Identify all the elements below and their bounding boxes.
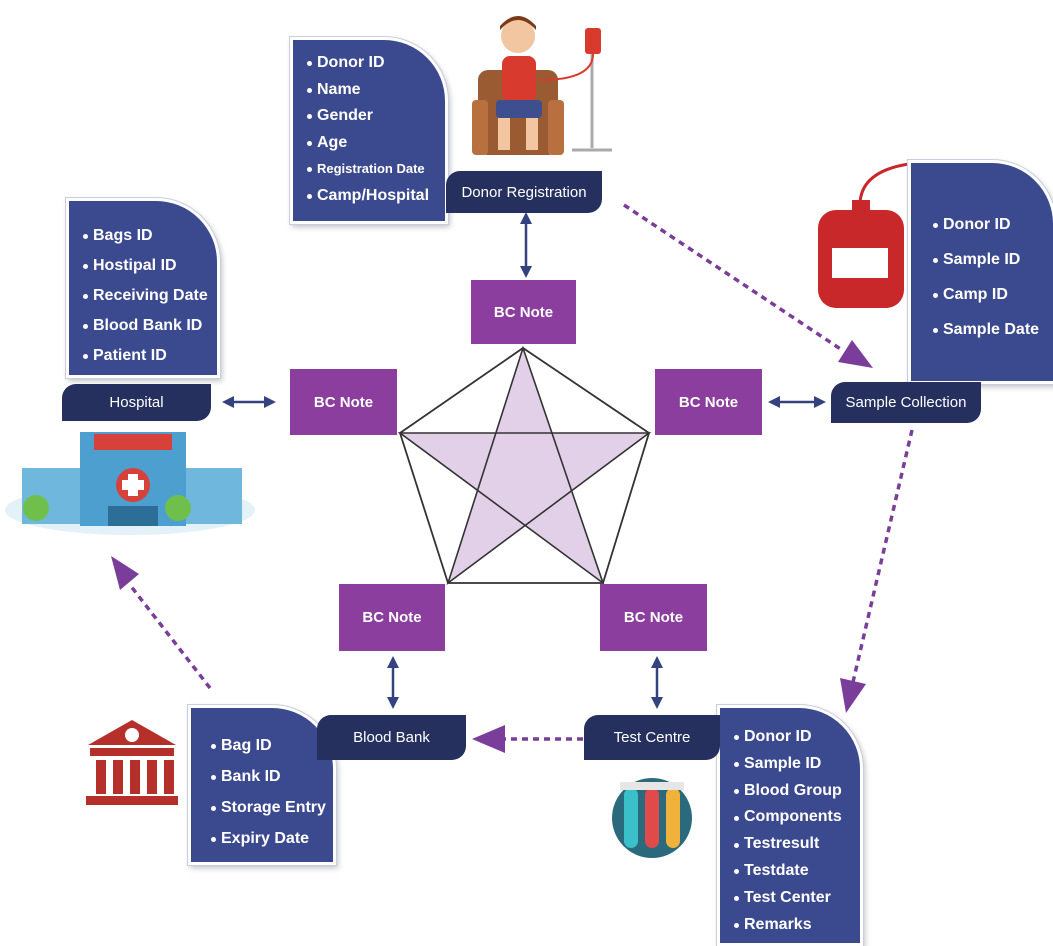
- pentagon-outline: [398, 346, 651, 584]
- sample-collection-card: Donor ID Sample ID Camp ID Sample Date: [908, 160, 1053, 384]
- flow-arrow-sample-to-test: [851, 429, 914, 683]
- field-camp-id: Camp ID: [933, 277, 1047, 312]
- flow-arrowhead-sample-to-test: [840, 678, 866, 713]
- flow-arrow-bank-to-hospital: [128, 583, 212, 690]
- field-donor-id: Donor ID: [734, 724, 854, 751]
- hospital-building-icon: [5, 432, 255, 535]
- blood-bank-fields: Bag ID Bank ID Storage Entry Expiry Date: [211, 730, 327, 854]
- field-receiving-date: Receiving Date: [83, 281, 211, 311]
- field-donor-id: Donor ID: [307, 50, 439, 77]
- link-arrow-bank: [387, 656, 399, 709]
- donor-registration-card: Donor ID Name Gender Age Registration Da…: [290, 37, 448, 224]
- field-expiry-date: Expiry Date: [211, 823, 327, 854]
- field-testdate: Testdate: [734, 858, 854, 885]
- test-tubes-icon: [612, 778, 692, 858]
- stage-donor-registration: Donor Registration: [446, 171, 602, 213]
- link-arrows: [222, 212, 826, 709]
- bc-note-right: BC Note: [655, 369, 762, 435]
- field-components: Components: [734, 804, 854, 831]
- field-bank-id: Bank ID: [211, 761, 327, 792]
- field-sample-date: Sample Date: [933, 312, 1047, 347]
- field-sample-id: Sample ID: [734, 751, 854, 778]
- bc-note-bottom-right: BC Note: [600, 584, 707, 651]
- bc-note-bottom-left: BC Note: [339, 584, 445, 651]
- test-centre-fields: Donor ID Sample ID Blood Group Component…: [734, 724, 854, 938]
- stage-hospital: Hospital: [62, 384, 211, 421]
- pentagon-star: [397, 345, 652, 586]
- stage-test-centre: Test Centre: [584, 715, 720, 760]
- field-storage-entry: Storage Entry: [211, 792, 327, 823]
- bank-building-icon: [86, 720, 178, 805]
- field-name: Name: [307, 77, 439, 104]
- star-fill: [397, 345, 652, 586]
- hospital-fields: Bags ID Hostipal ID Receiving Date Blood…: [83, 221, 211, 371]
- field-blood-group: Blood Group: [734, 778, 854, 805]
- field-bags-id: Bags ID: [83, 221, 211, 251]
- field-sample-id: Sample ID: [933, 242, 1047, 277]
- link-arrow-registration: [520, 212, 532, 278]
- flow-arrowhead-donor-to-sample: [838, 340, 873, 368]
- field-registration-date: Registration Date: [307, 156, 439, 183]
- field-bag-id: Bag ID: [211, 730, 327, 761]
- field-hospital-id: Hostipal ID: [83, 251, 211, 281]
- stage-sample-collection: Sample Collection: [831, 382, 981, 423]
- field-remarks: Remarks: [734, 912, 854, 939]
- blood-bag-icon: [818, 160, 931, 308]
- field-testresult: Testresult: [734, 831, 854, 858]
- field-patient-id: Patient ID: [83, 341, 211, 371]
- link-arrow-test: [651, 656, 663, 709]
- flow-arrows: [111, 203, 914, 753]
- field-age: Age: [307, 130, 439, 157]
- bc-note-left: BC Note: [290, 369, 397, 435]
- blood-donor-icon: [472, 16, 612, 155]
- test-centre-card: Donor ID Sample ID Blood Group Component…: [717, 705, 863, 946]
- link-arrow-sample: [768, 396, 826, 408]
- link-arrow-hospital: [222, 396, 276, 408]
- field-gender: Gender: [307, 103, 439, 130]
- bc-note-top: BC Note: [471, 280, 576, 344]
- field-blood-bank-id: Blood Bank ID: [83, 311, 211, 341]
- field-camp-hospital: Camp/Hospital: [307, 183, 439, 210]
- flow-arrowhead-test-to-bank: [472, 725, 505, 753]
- field-donor-id: Donor ID: [933, 207, 1047, 242]
- flow-arrowhead-bank-to-hospital: [111, 556, 139, 590]
- blood-bank-card: Bag ID Bank ID Storage Entry Expiry Date: [188, 705, 336, 865]
- donor-registration-fields: Donor ID Name Gender Age Registration Da…: [307, 50, 439, 209]
- hospital-card: Bags ID Hostipal ID Receiving Date Blood…: [66, 198, 220, 378]
- sample-collection-fields: Donor ID Sample ID Camp ID Sample Date: [933, 207, 1047, 347]
- stage-blood-bank: Blood Bank: [317, 715, 466, 760]
- flow-arrow-donor-to-sample: [623, 203, 843, 352]
- field-test-center: Test Center: [734, 885, 854, 912]
